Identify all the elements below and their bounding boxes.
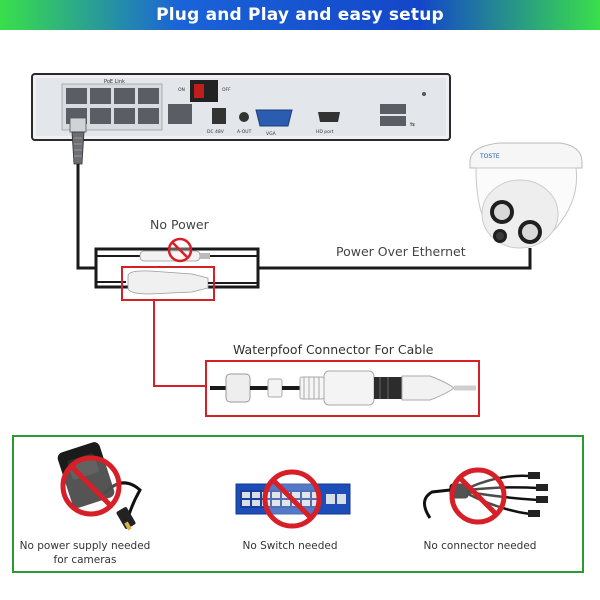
dome-camera: TOSTE (469, 142, 583, 249)
audio-jack (239, 112, 249, 122)
no-power-supply-caption-line2: for cameras (53, 554, 117, 566)
hdmi-port (318, 112, 340, 122)
header-banner (0, 0, 600, 30)
ethernet-plug (69, 117, 87, 165)
requirements-panel (12, 435, 584, 573)
waterproof-connector-small (96, 270, 258, 295)
usb-port-1 (380, 104, 406, 114)
dc-jack (212, 108, 226, 124)
no-power-prohibited-icon (167, 237, 193, 263)
switch-on-label: ON (178, 87, 185, 93)
waterproof-connector-exploded (210, 370, 476, 406)
no-switch-caption: No Switch needed (242, 540, 338, 552)
vga-port (255, 109, 293, 127)
no-power-supply-caption: No power supply needed for cameras (18, 539, 152, 567)
vga-label: VGA (266, 131, 277, 137)
switch-off-label: OFF (222, 87, 231, 93)
network-switch-illustration (235, 483, 351, 515)
no-power-label: No Power (150, 217, 209, 232)
no-power-supply-caption-line1: No power supply needed (19, 540, 151, 552)
audio-label: A-OUT (237, 129, 252, 135)
no-connector-caption: No connector needed (423, 540, 537, 552)
page-title: Plug and Play and easy setup (156, 5, 444, 25)
zoom-leader-line (153, 300, 206, 387)
hdmi-label: HD port (316, 129, 334, 135)
connector-highlight-frame (121, 266, 215, 301)
no-power-supply-icon (60, 455, 122, 517)
waterproof-connector-label: Waterpfoof Connector For Cable (233, 342, 434, 357)
ground-screw-icon (422, 92, 426, 96)
no-connector-icon (449, 467, 507, 525)
camera-brand-label: TOSTE (479, 153, 500, 160)
nvr-recorder: PoE Link ON OFF DC 48V A-OUT VGA HD port… (31, 73, 451, 141)
no-switch-icon (262, 469, 322, 529)
dc-label: DC 48V (207, 129, 225, 135)
uplink-port (168, 104, 192, 124)
poe-label: Power Over Ethernet (336, 244, 466, 259)
network-cable (76, 164, 532, 270)
usb-icon: ⇆ (410, 121, 415, 128)
usb-port-2 (380, 116, 406, 126)
poe-link-label: PoE Link (104, 79, 125, 85)
